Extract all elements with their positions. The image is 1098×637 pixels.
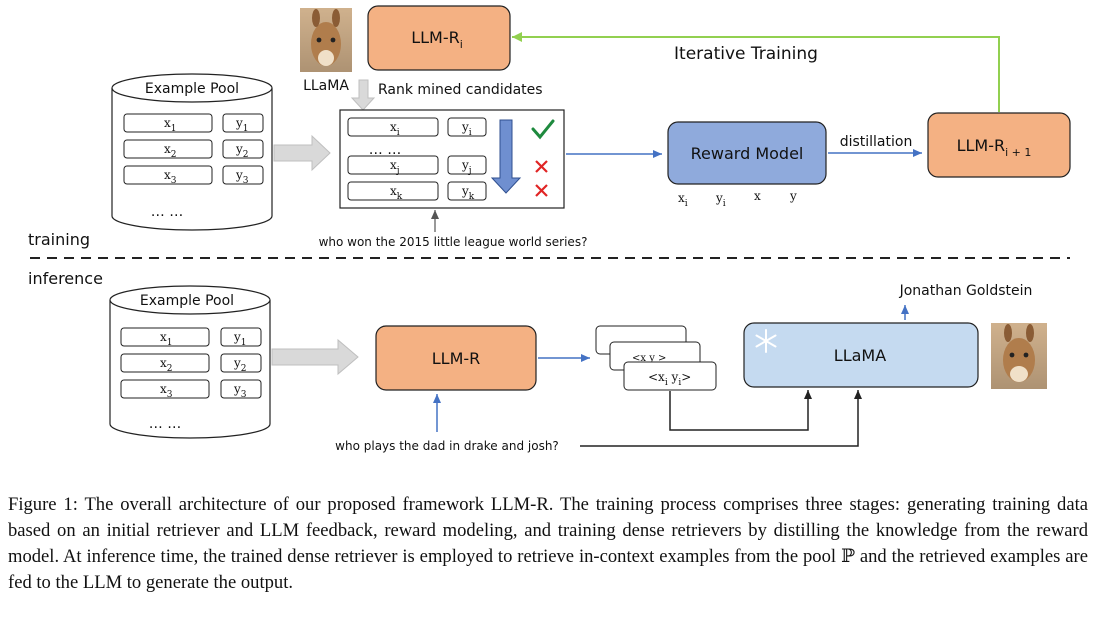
example-pool-title: Example Pool — [140, 293, 234, 309]
svg-text:… …: … … — [149, 416, 181, 432]
pool-row: x1 y1 — [123, 113, 264, 134]
checkmark-icon — [531, 119, 555, 140]
svg-text:x2: x2 — [164, 142, 177, 160]
output-label: Jonathan Goldstein — [899, 283, 1033, 299]
svg-text:x3: x3 — [160, 382, 173, 400]
examples-to-llama-arrow — [669, 390, 812, 431]
svg-text:y1: y1 — [235, 116, 249, 134]
svg-text:xi: xi — [390, 120, 400, 138]
question-to-llama-arrow — [580, 390, 862, 447]
svg-text:yi: yi — [715, 191, 726, 209]
cross-icon — [535, 184, 548, 197]
iterative-training-arrow — [512, 32, 1000, 112]
svg-text:yj: yj — [461, 158, 472, 176]
svg-text:y: y — [789, 189, 797, 203]
svg-text:xk: xk — [390, 184, 403, 202]
svg-text:y1: y1 — [233, 330, 247, 348]
llm-ri1-box: LLM-Ri + 1 — [927, 112, 1071, 178]
training-question: who won the 2015 little league world ser… — [319, 235, 588, 249]
distillation-label: distillation — [840, 134, 913, 150]
inference-example-pool: Example Pool x1 y1 x2 y2 x3 y3 … … — [109, 285, 271, 439]
down-block-arrow — [350, 79, 376, 111]
figure-caption: Figure 1: The overall architecture of ou… — [8, 494, 1088, 593]
llm-r-box: LLM-R — [375, 325, 537, 391]
candidates-box: xi yi … … xj yj xk yk — [339, 109, 565, 209]
svg-text:LLaMA: LLaMA — [834, 346, 886, 365]
llama-photo-icon — [300, 8, 352, 72]
retrieved-examples-stack: <x y > <xi yi> — [595, 325, 717, 391]
reward-inputs: xi yi x y — [678, 189, 797, 209]
svg-text:y3: y3 — [233, 382, 247, 400]
pool-row: x2 y2 — [120, 353, 262, 374]
svg-text:yk: yk — [461, 184, 475, 202]
snowflake-icon — [755, 329, 777, 353]
svg-text:LLM-Ri + 1: LLM-Ri + 1 — [957, 136, 1032, 159]
iterative-training-label: Iterative Training — [674, 44, 818, 64]
example-pool-title: Example Pool — [145, 81, 239, 97]
svg-text:yi: yi — [461, 120, 472, 138]
reward-model-box: Reward Model — [667, 121, 827, 185]
svg-text:x1: x1 — [160, 330, 173, 348]
svg-text:x3: x3 — [164, 168, 177, 186]
candidates-ellipsis: … … — [369, 142, 401, 158]
svg-text:xj: xj — [390, 158, 400, 176]
pool-row: x3 y3 — [123, 165, 264, 186]
block-arrow — [271, 338, 359, 376]
rank-down-arrow — [490, 119, 522, 194]
llama-box: LLaMA — [743, 322, 979, 388]
svg-text:<xi yi>: <xi yi> — [648, 370, 691, 388]
llm-ri-box: LLM-Ri — [367, 5, 511, 71]
llama-photo-icon — [991, 323, 1047, 389]
cross-icon — [535, 160, 548, 173]
svg-text:y3: y3 — [235, 168, 249, 186]
svg-text:y2: y2 — [233, 356, 247, 374]
svg-text:x1: x1 — [164, 116, 177, 134]
svg-text:x2: x2 — [160, 356, 173, 374]
pool-row: x3 y3 — [120, 379, 262, 400]
svg-text:Reward Model: Reward Model — [691, 144, 804, 163]
candidate-row: xj yj — [347, 155, 487, 176]
training-section-label: training — [28, 230, 90, 249]
svg-text:x: x — [754, 189, 761, 203]
inference-question: who plays the dad in drake and josh? — [335, 439, 559, 453]
candidate-row: xk yk — [347, 181, 487, 202]
candidate-row: xi yi — [347, 117, 487, 138]
pool-row: x1 y1 — [120, 327, 262, 348]
pool-ellipsis: … … — [151, 204, 183, 220]
svg-text:<x y >: <x y > — [632, 353, 666, 364]
svg-text:LLM-R: LLM-R — [432, 349, 481, 368]
svg-text:LLM-Ri: LLM-Ri — [411, 28, 463, 51]
llama-label: LLaMA — [303, 78, 349, 94]
rank-label: Rank mined candidates — [378, 82, 543, 98]
pool-row: x2 y2 — [123, 139, 264, 160]
svg-text:xi: xi — [678, 191, 688, 209]
block-arrow — [273, 134, 331, 172]
svg-text:y2: y2 — [235, 142, 249, 160]
training-example-pool: Example Pool x1 y1 x2 y2 x3 y3 … … — [111, 73, 273, 231]
inference-section-label: inference — [28, 269, 103, 288]
